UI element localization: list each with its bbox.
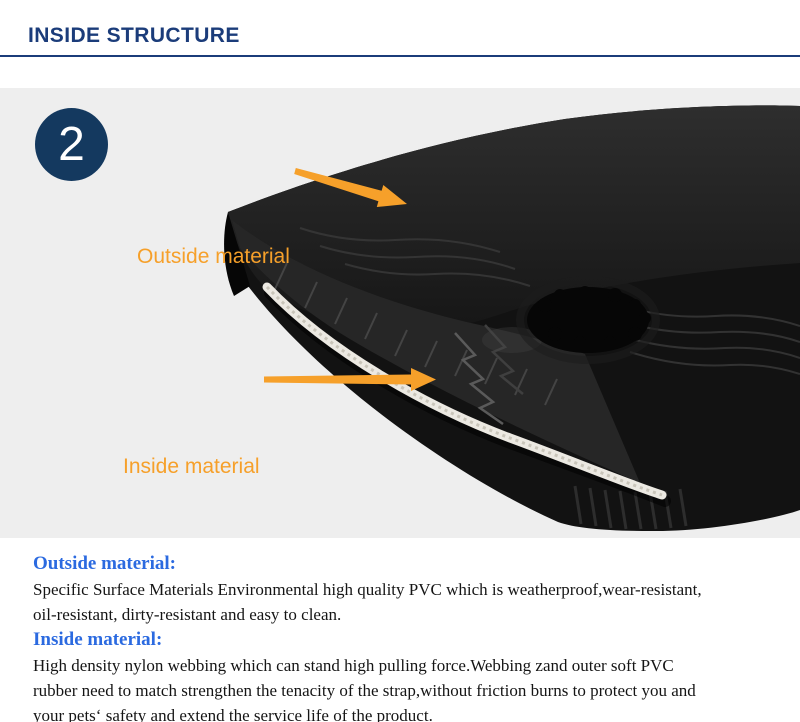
step-number-badge: 2 bbox=[35, 108, 108, 181]
serrated-steps bbox=[454, 324, 524, 426]
structure-figure: 2 Outside material Inside material bbox=[0, 88, 800, 538]
material-text-line: rubber need to match strengthen the tena… bbox=[33, 681, 696, 700]
header: INSIDE STRUCTURE bbox=[0, 0, 800, 88]
step-number: 2 bbox=[58, 117, 85, 171]
section-title: INSIDE STRUCTURE bbox=[28, 24, 240, 47]
strap-left-edge bbox=[224, 212, 250, 296]
inside-material-label: Inside material bbox=[123, 455, 260, 478]
strap-top-surface bbox=[228, 105, 800, 331]
strap-hole bbox=[482, 276, 660, 364]
outside-material-arrow-icon bbox=[294, 168, 407, 207]
material-text-line: your pets‘ safety and extend the service… bbox=[33, 706, 433, 722]
material-heading: Outside material: bbox=[33, 553, 177, 574]
header-underline bbox=[0, 55, 800, 57]
inside-material-arrow-icon bbox=[264, 368, 436, 391]
strap-photo bbox=[224, 105, 800, 532]
webbing-stitches bbox=[265, 285, 663, 497]
cut-striations bbox=[274, 262, 558, 406]
material-section-outside: Outside material: Specific Surface Mater… bbox=[33, 551, 770, 627]
material-text-line: Specific Surface Materials Environmental… bbox=[33, 580, 702, 599]
strap-cut-face bbox=[232, 220, 640, 483]
description: Outside material: Specific Surface Mater… bbox=[0, 538, 800, 722]
material-text-line: High density nylon webbing which can sta… bbox=[33, 656, 674, 675]
material-section-inside: Inside material: High density nylon webb… bbox=[33, 627, 770, 722]
material-heading: Inside material: bbox=[33, 629, 163, 650]
material-text-line: oil-resistant, dirty-resistant and easy … bbox=[33, 605, 342, 624]
outside-material-label: Outside material bbox=[137, 245, 290, 268]
